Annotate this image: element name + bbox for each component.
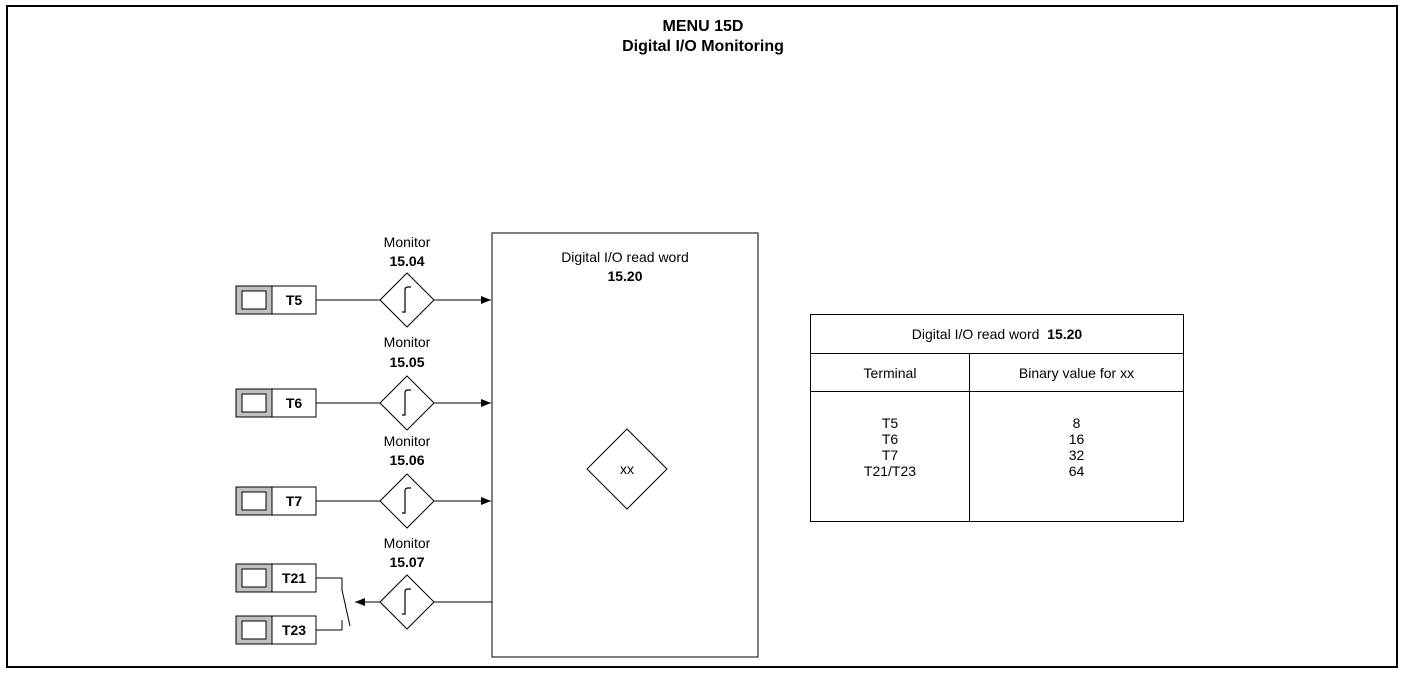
table-cell: T6 [881,431,899,447]
table-title: Digital I/O read word 15.20 [811,315,1183,354]
read-word-label: Digital I/O read word [561,249,689,265]
terminal-box-icon [241,290,267,310]
terminal-t7: T7 [235,486,317,516]
diamond-integrator-icon [379,272,435,328]
diamond-integrator-icon [379,473,435,529]
value-diamond-icon [586,428,668,510]
menu-title: MENU 15D [662,18,744,35]
terminal-column: T5 T6 T7 T21/T23 [811,415,969,479]
value-symbol: xx [620,461,634,477]
switch-icon [316,577,351,631]
monitor-label: Monitor [384,535,431,551]
read-word-block: Digital I/O read word 15.20 xx [491,232,759,658]
terminal-box-icon [241,620,267,640]
diagram-frame [6,5,1398,668]
column-divider [969,392,970,521]
monitor-param: 15.07 [389,554,424,570]
terminal-label: T5 [286,292,303,308]
column-header-value: Binary value for xx [970,354,1183,392]
diamond-integrator-icon [379,574,435,630]
terminal-label: T23 [282,622,306,638]
table-cell: T5 [881,415,899,431]
table-cell: T7 [881,447,899,463]
binary-value-table: Digital I/O read word 15.20 Terminal Bin… [810,314,1184,522]
terminal-t23: T23 [235,615,317,645]
terminal-label: T21 [282,570,306,586]
monitor-label: Monitor [384,234,431,250]
terminal-box-icon [241,393,267,413]
terminal-label: T6 [286,395,303,411]
value-column: 8 16 32 64 [970,415,1183,479]
terminal-box-icon [241,491,267,511]
terminal-box-icon [241,568,267,588]
column-header-terminal: Terminal [811,354,970,392]
table-title-text: Digital I/O read word [911,326,1040,342]
diamond-integrator-icon [379,375,435,431]
table-cell: 64 [1068,463,1085,479]
monitor-param: 15.06 [389,452,424,468]
table-cell: T21/T23 [863,463,917,479]
monitor-param: 15.05 [389,354,424,370]
monitor-label: Monitor [384,433,431,449]
monitor-label: Monitor [384,334,431,350]
table-cell: 32 [1068,447,1085,463]
terminal-t5: T5 [235,285,317,315]
terminal-label: T7 [286,493,303,509]
read-word-param: 15.20 [607,268,642,284]
menu-subtitle: Digital I/O Monitoring [622,38,784,55]
table-cell: 16 [1068,431,1085,447]
table-title-param: 15.20 [1047,326,1083,342]
terminal-t6: T6 [235,388,317,418]
table-cell: 8 [1072,415,1081,431]
monitor-param: 15.04 [389,253,424,269]
terminal-t21: T21 [235,563,317,593]
